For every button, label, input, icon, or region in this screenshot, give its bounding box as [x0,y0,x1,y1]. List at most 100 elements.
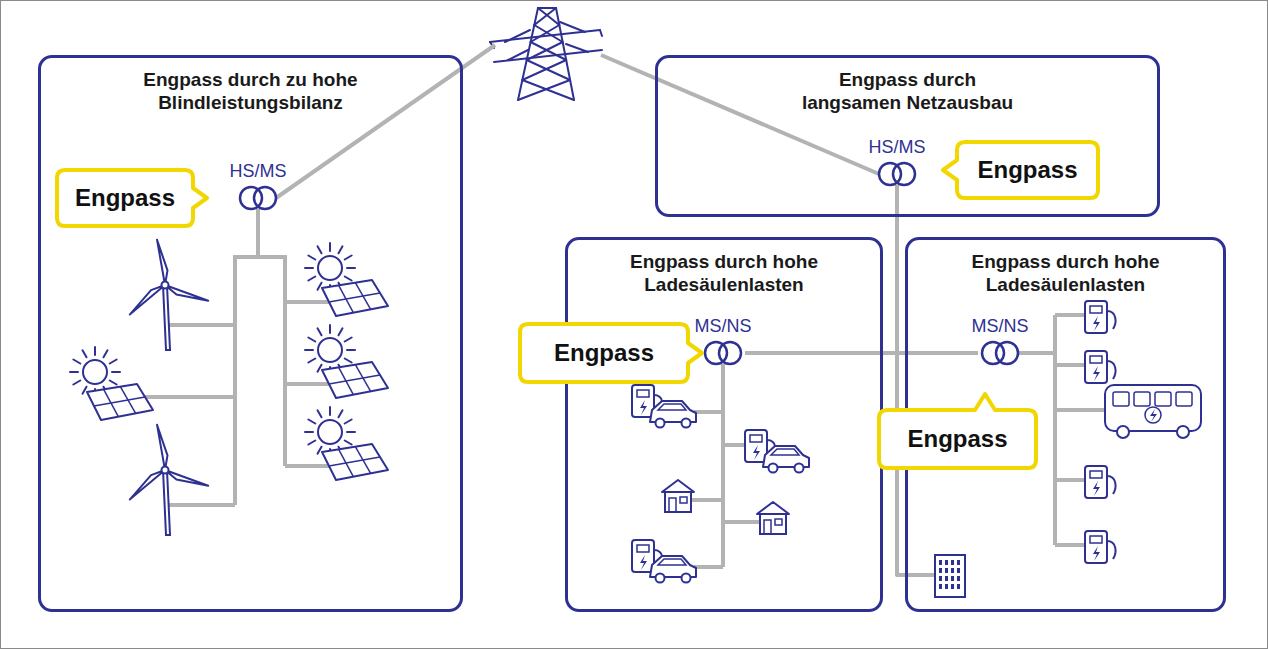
sun [318,256,342,280]
car-window [771,449,799,455]
sun-ray [308,338,315,342]
transformer-symbol [978,340,1022,366]
grid-line [285,300,329,304]
grid-line [723,520,760,524]
pv-panel [322,444,388,480]
sun-ray [345,338,352,342]
pylon-strut [518,80,570,100]
pylon-strut [522,60,566,80]
sun-ray [308,359,315,363]
pv-grid [329,457,380,466]
sun-ray [305,267,313,269]
turbine-blade [165,285,208,301]
office-building [935,555,965,597]
transformer-label: MS/NS [955,316,1045,337]
transformer-winding [996,342,1018,364]
sun-ray [345,277,352,281]
callout-outline [879,394,1036,468]
pylon-strut [505,30,530,42]
electric-car [763,446,809,473]
bus-bolt [1150,409,1157,422]
grid-line [694,410,723,414]
sun-ray [73,381,80,385]
turbine-blade [157,425,167,470]
sun-ray [94,347,96,355]
grid-line [145,395,235,399]
charger-screen [637,390,649,397]
transformer-winding [719,342,741,364]
pylon-strut [508,50,528,60]
grid-line [601,55,879,174]
sun-ray [329,325,331,333]
turbine-blade [130,470,165,500]
sun-ray [73,360,80,364]
electric-bus [1105,385,1201,438]
bus-window [1134,392,1150,406]
callout-outline [520,324,702,382]
sun-ray [339,246,343,253]
grid-line [897,185,935,575]
car-window [658,404,686,410]
turbine-blade [157,240,167,285]
sun-ray [347,349,355,351]
sun-ray [83,350,87,357]
callout-text: Engpass [75,184,175,212]
pv-grid [329,375,380,384]
sun-ray [318,365,322,372]
turbine-hub [162,467,169,474]
sun-ray [318,410,322,417]
charger-screen [637,545,649,552]
charger-bolt [753,445,760,460]
scenario-panel: Engpass durch hohe LadesäulenlastenMS/NS… [565,237,883,612]
callout-text: Engpass [554,339,654,367]
grid-line [721,364,725,567]
charging-station [1085,351,1115,383]
bus-body [1105,385,1201,431]
panel-title: Engpass durch zu hohe Blindleistungsbila… [136,68,366,114]
sun-ray [305,431,313,433]
grid-line [691,498,723,502]
sun-ray [308,277,315,281]
solar-module [305,243,388,316]
charger-bolt [1093,366,1100,381]
sun-ray [345,441,352,445]
pv-grid [94,397,145,406]
car-wheel [656,574,665,583]
building-window [951,560,954,565]
building-window [945,568,948,573]
house-body [665,492,691,512]
wind-turbine [130,425,208,535]
house-door [669,498,676,512]
charger-body [1085,351,1107,383]
grid-line [723,443,745,447]
house-window [775,519,782,525]
sun-ray [329,407,331,415]
charger-screen [1090,536,1102,543]
transformer: HS/MS [236,161,280,211]
building-window [945,576,948,581]
callout-outline [57,170,207,226]
solar-module [305,407,388,480]
sun-ray [339,328,343,335]
pylon-strut [531,42,567,60]
grid-line [1055,363,1085,367]
building-window [951,568,954,573]
sun-ray [318,328,322,335]
car-wheel [795,464,804,473]
bottleneck-callout: Engpass [877,408,1038,470]
sun-ray [347,267,355,269]
sun-ray [83,387,87,394]
charging-station [1085,531,1115,563]
pv-panel [87,384,153,420]
grid-line [233,257,237,505]
sun-ray [347,431,355,433]
sun-ray [308,256,315,260]
scenario-panel: Engpass durch langsamen NetzausbauHS/MSE… [655,55,1160,217]
pv-panel [322,362,388,398]
sun-ray [318,283,322,290]
transformer-label: MS/NS [678,316,768,337]
house-window [680,497,687,503]
grid-line [233,255,287,259]
